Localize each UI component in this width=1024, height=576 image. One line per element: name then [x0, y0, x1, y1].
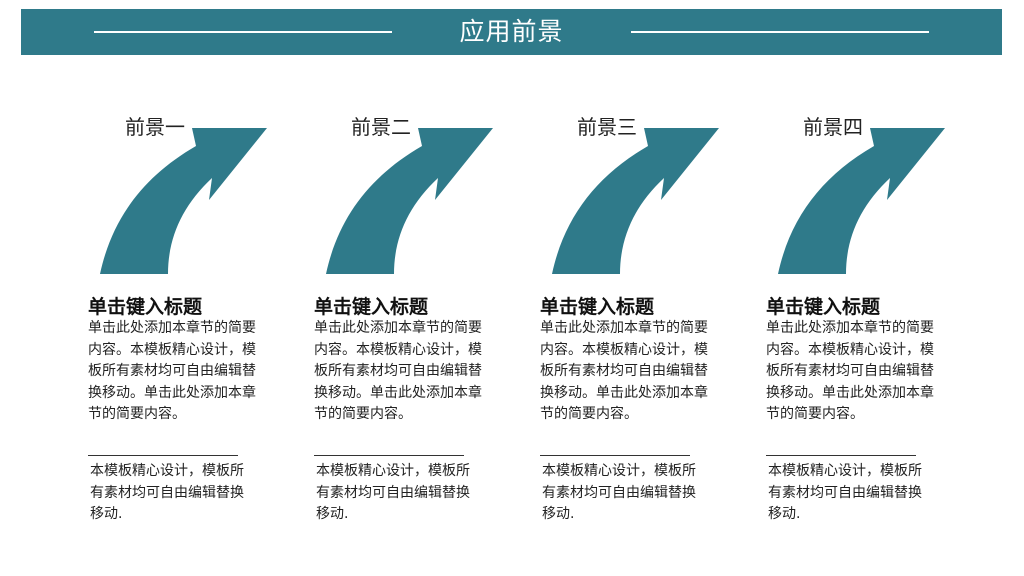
- header-line-right: [631, 31, 929, 33]
- curved-arrow-icon: [778, 128, 945, 274]
- prospect-column-1: 前景一 单击键入标题 单击此处添加本章节的简要内容。本模板精心设计，模板所有素材…: [88, 90, 288, 530]
- page-title: 应用前景: [459, 17, 564, 46]
- prospect-label: 前景四: [803, 115, 863, 139]
- prospect-description: 单击此处添加本章节的简要内容。本模板精心设计，模板所有素材均可自由编辑替换移动。…: [540, 320, 708, 422]
- prospect-title: 单击键入标题: [540, 296, 655, 318]
- prospect-title: 单击键入标题: [766, 296, 881, 318]
- prospect-column-3: 前景三 单击键入标题 单击此处添加本章节的简要内容。本模板精心设计，模板所有素材…: [540, 90, 740, 530]
- prospect-column-2: 前景二 单击键入标题 单击此处添加本章节的简要内容。本模板精心设计，模板所有素材…: [314, 90, 514, 530]
- divider: [766, 455, 916, 456]
- header-bar: 应用前景: [21, 9, 1002, 55]
- prospect-title: 单击键入标题: [88, 296, 203, 318]
- prospect-label: 前景三: [577, 115, 637, 139]
- prospect-note: 本模板精心设计，模板所有素材均可自由编辑替换移动.: [542, 463, 696, 522]
- prospect-note: 本模板精心设计，模板所有素材均可自由编辑替换移动.: [90, 463, 244, 522]
- prospect-description: 单击此处添加本章节的简要内容。本模板精心设计，模板所有素材均可自由编辑替换移动。…: [766, 320, 934, 422]
- curved-arrow-icon: [552, 128, 719, 274]
- prospect-label: 前景一: [125, 115, 185, 139]
- prospect-title: 单击键入标题: [314, 296, 429, 318]
- prospect-description: 单击此处添加本章节的简要内容。本模板精心设计，模板所有素材均可自由编辑替换移动。…: [88, 320, 256, 422]
- divider: [314, 455, 464, 456]
- prospect-description: 单击此处添加本章节的简要内容。本模板精心设计，模板所有素材均可自由编辑替换移动。…: [314, 320, 482, 422]
- divider: [540, 455, 690, 456]
- prospect-label: 前景二: [351, 115, 411, 139]
- prospect-note: 本模板精心设计，模板所有素材均可自由编辑替换移动.: [316, 463, 470, 522]
- prospect-column-4: 前景四 单击键入标题 单击此处添加本章节的简要内容。本模板精心设计，模板所有素材…: [766, 90, 966, 530]
- curved-arrow-icon: [326, 128, 493, 274]
- prospect-note: 本模板精心设计，模板所有素材均可自由编辑替换移动.: [768, 463, 922, 522]
- curved-arrow-icon: [100, 128, 267, 274]
- divider: [88, 455, 238, 456]
- header-line-left: [94, 31, 392, 33]
